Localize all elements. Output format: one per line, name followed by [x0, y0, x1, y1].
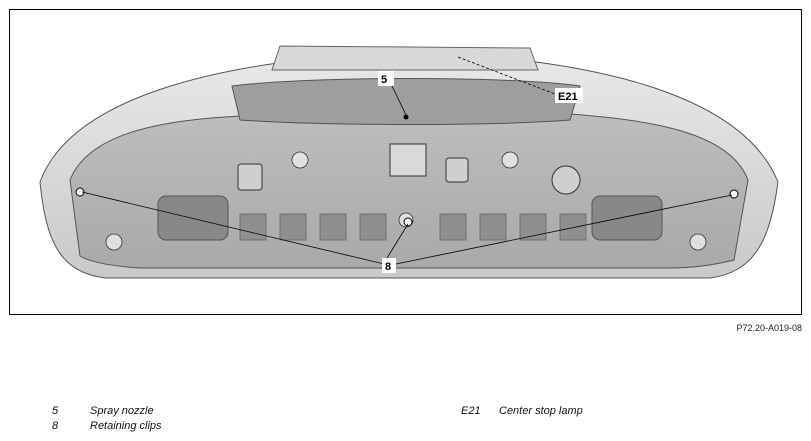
trim-panel-illustration: 5 E21 8	[39, 45, 779, 279]
legend-text: Spray nozzle	[90, 405, 154, 417]
legend-number: 5	[52, 405, 59, 417]
left-pocket	[157, 195, 229, 241]
spray-nozzle-marker	[403, 114, 409, 120]
legend-item: E21 Center stop lamp	[461, 404, 583, 419]
leader-line-e21	[457, 56, 556, 95]
leader-line-8c	[395, 194, 733, 265]
legend-text: Retaining clips	[90, 420, 162, 432]
panel-ribs	[239, 213, 587, 241]
leader-line-8a	[81, 191, 385, 265]
legend-item: 5 Spray nozzle	[52, 404, 162, 419]
callout-8: 8	[385, 261, 391, 273]
callout-box-e21	[555, 88, 583, 103]
connector-left	[237, 163, 263, 191]
right-pocket	[591, 195, 663, 241]
stop-lamp-housing	[271, 45, 539, 71]
panel-inner-recess	[69, 113, 749, 269]
callout-box-5	[378, 71, 394, 86]
lamp-socket	[551, 165, 581, 195]
callout-e21: E21	[558, 91, 578, 103]
legend-text: Center stop lamp	[499, 405, 583, 417]
diagram-frame: 5 E21 8	[9, 9, 802, 315]
connector-center	[389, 143, 427, 177]
leader-line-8b	[386, 223, 409, 259]
leader-line-5	[391, 85, 407, 116]
figure-id: P72.20-A019-08	[736, 323, 802, 333]
legend-left: 5 Spray nozzle 8 Retaining clips	[52, 404, 162, 434]
legend-item: 8 Retaining clips	[52, 419, 162, 434]
callout-5: 5	[381, 74, 387, 86]
legend-number: 8	[52, 420, 59, 432]
legend-right: E21 Center stop lamp	[461, 404, 583, 419]
connector-right	[445, 157, 469, 183]
panel-upper-sill	[231, 78, 581, 125]
retaining-clip-markers	[75, 187, 739, 227]
callout-box-8	[382, 258, 396, 273]
legend-number: E21	[461, 405, 481, 417]
